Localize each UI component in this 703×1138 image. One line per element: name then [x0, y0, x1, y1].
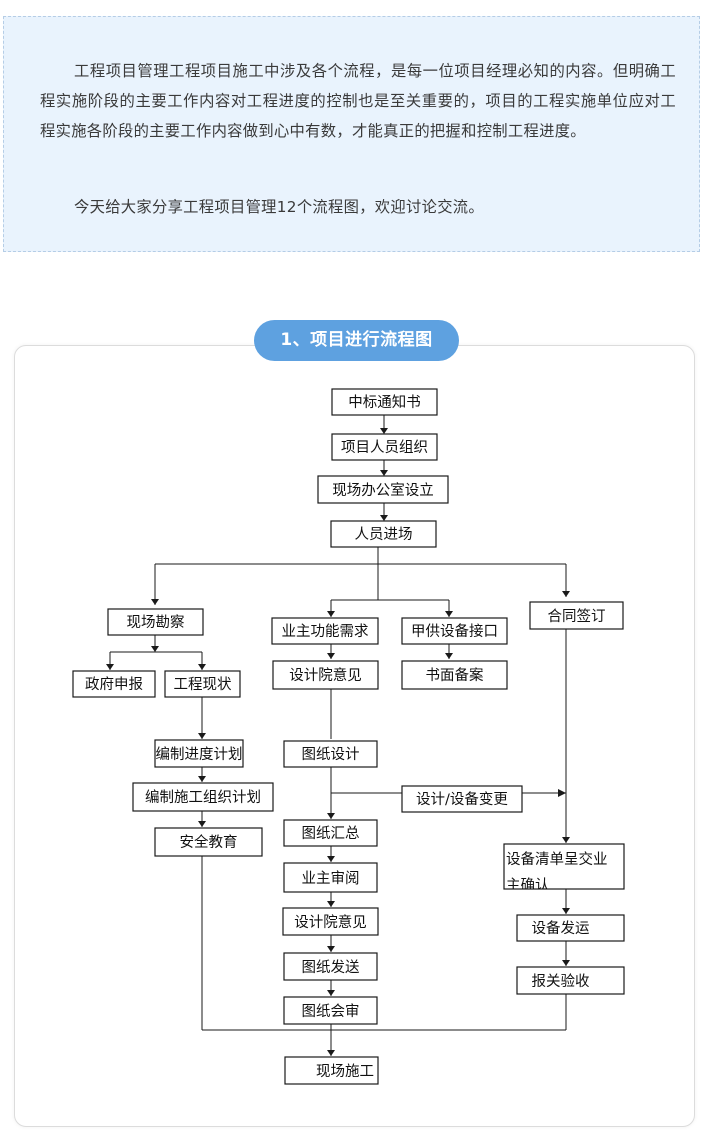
node-equipment-list-confirmation: 设备清单呈交业 主确认	[503, 843, 625, 894]
flow-arrowheads	[106, 428, 570, 1056]
node-label-line-1: 设备清单呈交业	[506, 850, 608, 868]
node-owner-requirements: 业主功能需求	[271, 617, 379, 645]
node-drawing-dispatch: 图纸发送	[283, 952, 378, 981]
node-construction-plan: 编制施工组织计划	[132, 782, 274, 812]
node-written-record: 书面备案	[401, 660, 508, 690]
node-site-status: 工程现状	[164, 670, 241, 698]
node-label: 设计/设备变更	[416, 791, 508, 808]
node-label: 设备发运	[532, 920, 590, 937]
node-owner-equipment-interface: 甲供设备接口	[401, 617, 508, 645]
node-label: 业主功能需求	[282, 623, 369, 640]
node-label: 现场施工	[316, 1063, 374, 1080]
node-staff-organization: 项目人员组织	[331, 433, 438, 461]
node-site-survey: 现场勘察	[107, 608, 204, 636]
node-label: 图纸发送	[302, 959, 360, 976]
node-label: 中标通知书	[348, 394, 421, 411]
node-label: 工程现状	[174, 676, 232, 693]
node-drawing-joint-review: 图纸会审	[283, 996, 378, 1025]
node-site-construction: 现场施工	[284, 1056, 379, 1085]
node-label: 政府申报	[85, 676, 143, 693]
node-staff-entry: 人员进场	[330, 520, 437, 548]
node-label: 合同签订	[548, 608, 606, 625]
node-label: 业主审阅	[302, 870, 360, 887]
node-label: 设计院意见	[289, 666, 362, 684]
node-owner-review: 业主审阅	[283, 862, 378, 893]
node-progress-plan: 编制进度计划	[154, 739, 244, 768]
section-title: 1、项目进行流程图	[254, 320, 459, 361]
node-contract-signing: 合同签订	[529, 601, 624, 630]
node-label: 现场办公室设立	[332, 482, 434, 499]
node-label: 图纸会审	[302, 1003, 360, 1020]
node-label: 甲供设备接口	[411, 623, 498, 640]
intro-paragraph-2: 今天给大家分享工程项目管理12个流程图，欢迎讨论交流。	[74, 198, 484, 216]
node-label: 设备清单呈交业 主确认	[506, 850, 612, 894]
node-label: 设计院意见	[294, 913, 367, 931]
node-label: 现场勘察	[127, 613, 185, 631]
node-safety-training: 安全教育	[154, 827, 263, 857]
node-label: 编制进度计划	[156, 746, 243, 763]
node-label: 安全教育	[180, 833, 238, 851]
node-award-notice: 中标通知书	[331, 388, 438, 416]
intro-paragraph-1: 工程项目管理工程项目施工中涉及各个流程，是每一位项目经理必知的内容。但明确工程实…	[40, 62, 676, 140]
node-design-institute-opinion-1: 设计院意见	[272, 660, 379, 690]
node-design-equipment-change: 设计/设备变更	[401, 785, 523, 813]
node-design-institute-opinion-2: 设计院意见	[282, 907, 379, 936]
intro-panel: 工程项目管理工程项目施工中涉及各个流程，是每一位项目经理必知的内容。但明确工程实…	[3, 16, 700, 252]
node-government-filing: 政府申报	[72, 670, 156, 698]
node-label: 图纸汇总	[302, 825, 360, 842]
node-equipment-shipping: 设备发运	[516, 914, 625, 942]
node-label: 编制施工组织计划	[145, 789, 261, 806]
node-label: 图纸设计	[302, 746, 360, 763]
node-customs-acceptance: 报关验收	[516, 966, 625, 995]
node-drawing-design: 图纸设计	[283, 740, 378, 768]
node-label: 人员进场	[355, 526, 413, 543]
node-drawing-summary: 图纸汇总	[283, 819, 378, 847]
node-site-office-setup: 现场办公室设立	[317, 475, 449, 504]
node-label: 项目人员组织	[341, 439, 428, 456]
node-label-line-2: 主确认	[506, 877, 550, 894]
node-label: 书面备案	[426, 666, 484, 684]
node-label: 报关验收	[532, 973, 590, 990]
